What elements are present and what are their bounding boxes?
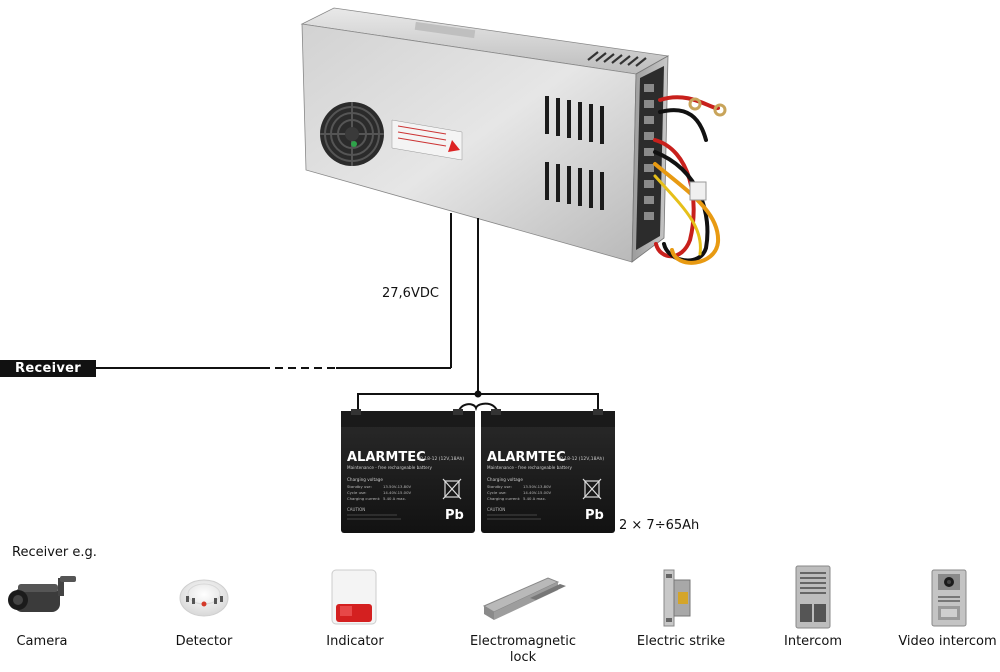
device-label-electromagnetic-lock: Electromagnetic lock xyxy=(469,634,577,665)
device-label-electric-strike: Electric strike xyxy=(636,634,726,649)
device-label-indicator: Indicator xyxy=(326,634,384,649)
battery-spec-value: 14.40V-15.00V xyxy=(383,490,411,495)
battery-spec-value: 5.40 A max. xyxy=(383,496,406,501)
battery-subtitle: Maintenance - free rechargeable battery xyxy=(487,465,572,470)
psu-fan-icon xyxy=(320,102,384,166)
camera-icon xyxy=(8,576,76,612)
battery-subtitle: Maintenance - free rechargeable battery xyxy=(347,465,432,470)
psu-terminal-block xyxy=(636,66,664,250)
wire-battery-link xyxy=(457,402,499,417)
battery-spec-value: 13.50V-13.80V xyxy=(383,484,411,489)
indicator-icon xyxy=(331,569,377,625)
device-label-detector: Detector xyxy=(175,634,233,649)
battery-model: BP 18-12 (12V,18Ah) xyxy=(417,456,464,462)
battery-right: ALARMTEC BP 18-12 (12V,18Ah) Maintenance… xyxy=(481,409,615,533)
battery-spec-name: Cycle use: xyxy=(487,490,507,495)
battery-charging-heading: Charging voltage xyxy=(487,477,523,482)
battery-brand: ALARMTEC xyxy=(487,450,566,465)
device-label-intercom: Intercom xyxy=(784,634,842,649)
electromagnetic-lock-icon xyxy=(482,577,566,620)
device-label-camera: Camera xyxy=(16,634,68,649)
battery-spec-value: 13.50V-13.80V xyxy=(523,484,551,489)
wiring xyxy=(96,213,599,417)
detector-icon xyxy=(179,579,229,617)
electric-strike-icon xyxy=(663,569,691,627)
battery-spec-value: 14.40V-15.00V xyxy=(523,490,551,495)
device-label-video-intercom: Video intercom xyxy=(898,634,997,649)
battery-spec-name: Standby use: xyxy=(487,484,512,489)
output-voltage-label: 27,6VDC xyxy=(382,286,439,301)
receiver-tag: Receiver xyxy=(0,360,96,377)
intercom-icon xyxy=(795,565,831,629)
battery-left: ALARMTEC BP 18-12 (12V,18Ah) Maintenance… xyxy=(341,409,475,533)
battery-pb-mark: Pb xyxy=(585,508,604,523)
receiver-examples-heading: Receiver e.g. xyxy=(12,545,97,560)
battery-brand: ALARMTEC xyxy=(347,450,426,465)
battery-pb-mark: Pb xyxy=(445,508,464,523)
battery-model: BP 18-12 (12V,18Ah) xyxy=(557,456,604,462)
battery-spec-name: Charging current: xyxy=(487,496,520,501)
psu-output-cables xyxy=(653,95,727,265)
battery-spec-value: 5.40 A max. xyxy=(523,496,546,501)
battery-charging-heading: Charging voltage xyxy=(347,477,383,482)
battery-caution: CAUTION xyxy=(487,507,505,512)
battery-quantity-label: 2 × 7÷65Ah xyxy=(619,518,700,533)
recycle-bin-icon xyxy=(582,478,602,500)
battery-caution: CAUTION xyxy=(347,507,365,512)
psu-warning-label xyxy=(391,119,463,161)
battery-spec-name: Charging current: xyxy=(347,496,380,501)
power-supply-unit xyxy=(300,7,727,265)
psu-top-vents xyxy=(587,51,647,67)
video-intercom-icon xyxy=(931,569,967,627)
recycle-bin-icon xyxy=(442,478,462,500)
psu-front-vents xyxy=(545,96,604,210)
battery-spec-name: Cycle use: xyxy=(347,490,367,495)
battery-spec-name: Standby use: xyxy=(347,484,372,489)
wire-junction-dot xyxy=(474,390,482,398)
